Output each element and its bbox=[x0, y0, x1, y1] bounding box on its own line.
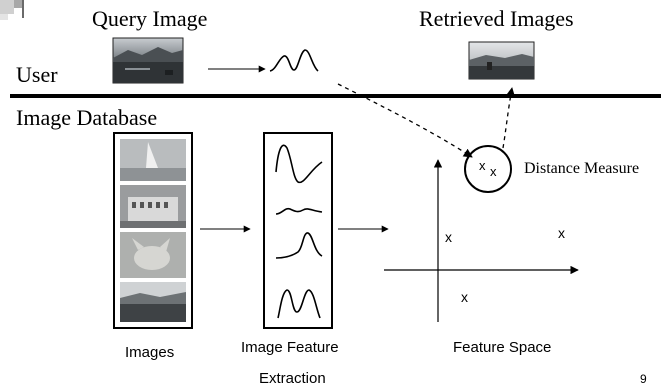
images-caption: Images bbox=[125, 344, 175, 361]
distance-circle bbox=[464, 145, 512, 193]
feature-space-caption: Feature Space bbox=[453, 339, 552, 356]
distance-measure-label: Distance Measure bbox=[524, 160, 640, 177]
database-image-lake bbox=[120, 282, 186, 322]
distance-point-marker: x bbox=[479, 158, 486, 173]
corner-decoration bbox=[0, 0, 24, 20]
user-database-divider bbox=[10, 94, 661, 98]
retrieved-images-label: Retrieved Images bbox=[419, 6, 574, 31]
distance-point-marker: x bbox=[490, 164, 497, 179]
feature-curve-1 bbox=[275, 144, 323, 184]
slide-number: 9 bbox=[640, 372, 647, 386]
query-image-thumbnail bbox=[112, 37, 184, 84]
database-image-sailboat bbox=[120, 139, 186, 181]
feature-point-marker: x bbox=[445, 229, 452, 245]
feature-extraction-caption-line2: Extraction bbox=[259, 370, 326, 387]
query-to-distance-dashed-arrow bbox=[337, 83, 473, 158]
features-column-frame bbox=[263, 132, 333, 329]
query-feature-curve bbox=[269, 49, 319, 72]
database-image-building bbox=[120, 185, 186, 228]
feature-curve-3 bbox=[275, 232, 323, 259]
feature-curve-2 bbox=[275, 207, 323, 215]
feature-extraction-caption-line1: Image Feature bbox=[241, 339, 339, 356]
feature-point-marker: x bbox=[461, 289, 468, 305]
retrieved-image-thumbnail bbox=[468, 41, 535, 80]
database-image-animal bbox=[120, 232, 186, 278]
user-label: User bbox=[16, 62, 58, 87]
feature-curves bbox=[275, 144, 323, 319]
image-database-label: Image Database bbox=[16, 105, 158, 130]
feature-point-marker: x bbox=[558, 225, 565, 241]
query-image-label: Query Image bbox=[92, 6, 208, 31]
feature-curve-4 bbox=[277, 289, 321, 319]
